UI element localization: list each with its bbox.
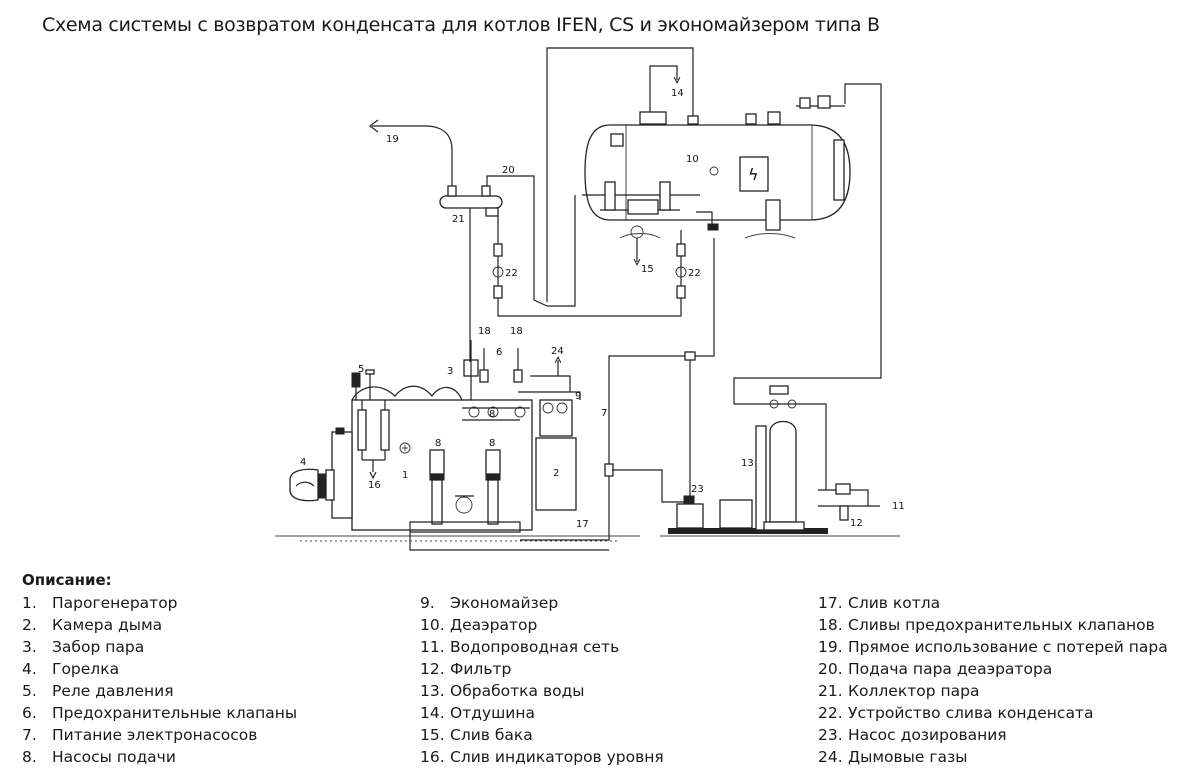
label-5: 5 [358, 364, 364, 375]
label-8a: 8 [489, 409, 495, 420]
label-14: 14 [671, 88, 684, 99]
label-21: 21 [452, 214, 465, 225]
legend-item: 2.Камера дыма [22, 616, 163, 634]
pressure-switch [351, 369, 375, 400]
system-schematic: 1 2 3 4 5 6 7 8 8 8 9 10 11 12 13 14 15 … [275, 47, 905, 551]
label-17: 17 [576, 519, 589, 530]
ground-lines [275, 528, 900, 542]
condensate-return-line [409, 208, 715, 551]
label-3: 3 [447, 366, 453, 377]
smoke-chamber [518, 360, 581, 511]
legend-item: 4.Горелка [22, 660, 120, 678]
label-13: 13 [741, 458, 754, 469]
label-18a: 18 [478, 326, 491, 337]
burner [289, 468, 335, 502]
legend-item: 7.Питание электронасосов [22, 726, 258, 744]
dosing-pump [676, 495, 753, 529]
legend-column-3: 17.Слив котла 18.Сливы предохранительных… [818, 592, 1168, 768]
steam-collector [369, 119, 503, 217]
label-22a: 22 [505, 268, 518, 279]
legend-item: 3.Забор пара [22, 638, 145, 656]
label-19: 19 [386, 134, 399, 145]
top-feed-line [796, 95, 845, 109]
legend-item: 20.Подача пара деаэратора [818, 660, 1053, 678]
legend-item: 17.Слив котла [818, 594, 941, 612]
label-10: 10 [686, 154, 699, 165]
label-4: 4 [300, 457, 306, 468]
label-23: 23 [691, 484, 704, 495]
deaerator-steam-supply [486, 47, 694, 307]
label-11: 11 [892, 501, 905, 512]
legend-item: 9.Экономайзер [420, 594, 559, 612]
label-24: 24 [551, 346, 564, 357]
condensate-drains [492, 216, 687, 312]
legend-item: 1.Парогенератор [22, 594, 178, 612]
label-8b: 8 [435, 438, 441, 449]
label-1: 1 [402, 470, 408, 481]
feed-pumps [409, 449, 521, 533]
label-20: 20 [502, 165, 515, 176]
label-8c: 8 [489, 438, 495, 449]
legend-item: 11.Водопроводная сеть [420, 638, 620, 656]
water-inlet [818, 483, 880, 521]
label-2: 2 [553, 468, 559, 479]
legend-item: 18.Сливы предохранительных клапанов [818, 616, 1155, 634]
legend-item: 15.Слив бака [420, 726, 533, 744]
deaerator-tank [584, 111, 851, 239]
feed-header [462, 340, 530, 421]
legend-item: 21.Коллектор пара [818, 682, 980, 700]
label-6: 6 [496, 347, 502, 358]
legend-item: 12.Фильтр [420, 660, 512, 678]
legend-item: 10.Деаэратор [420, 616, 538, 634]
level-indicators [357, 400, 390, 480]
label-15: 15 [641, 264, 654, 275]
legend-heading: Описание: [22, 571, 112, 589]
label-7: 7 [601, 408, 607, 419]
legend-item: 24.Дымовые газы [818, 748, 968, 766]
vent-pipe [649, 65, 677, 112]
diagram-labels: 1 2 3 4 5 6 7 8 8 8 9 10 11 12 13 14 15 … [300, 88, 905, 530]
label-12: 12 [850, 518, 863, 529]
water-treatment [733, 83, 882, 531]
legend-item: 19.Прямое использование с потерей пара [818, 638, 1168, 656]
legend-column-2: 9.Экономайзер 10.Деаэратор 11.Водопровод… [420, 592, 664, 768]
legend-item: 6.Предохранительные клапаны [22, 704, 298, 722]
legend-item: 14.Отдушина [420, 704, 536, 722]
legend-item: 5.Реле давления [22, 682, 174, 700]
legend-item: 23.Насос дозирования [818, 726, 1007, 744]
legend-item: 13.Обработка воды [420, 682, 585, 700]
legend-item: 8.Насосы подачи [22, 748, 176, 766]
label-18b: 18 [510, 326, 523, 337]
warning-sign-icon: ϟ [748, 165, 759, 184]
legend-column-1: 1.Парогенератор 2.Камера дыма 3.Забор па… [22, 592, 297, 768]
label-9: 9 [575, 391, 581, 402]
legend-item: 16.Слив индикаторов уровня [420, 748, 664, 766]
label-16: 16 [368, 480, 381, 491]
deaerator-piping [582, 181, 719, 262]
legend-item: 22.Устройство слива конденсата [818, 704, 1094, 722]
label-22b: 22 [688, 268, 701, 279]
diagram-title: Схема системы с возвратом конденсата для… [42, 14, 880, 36]
